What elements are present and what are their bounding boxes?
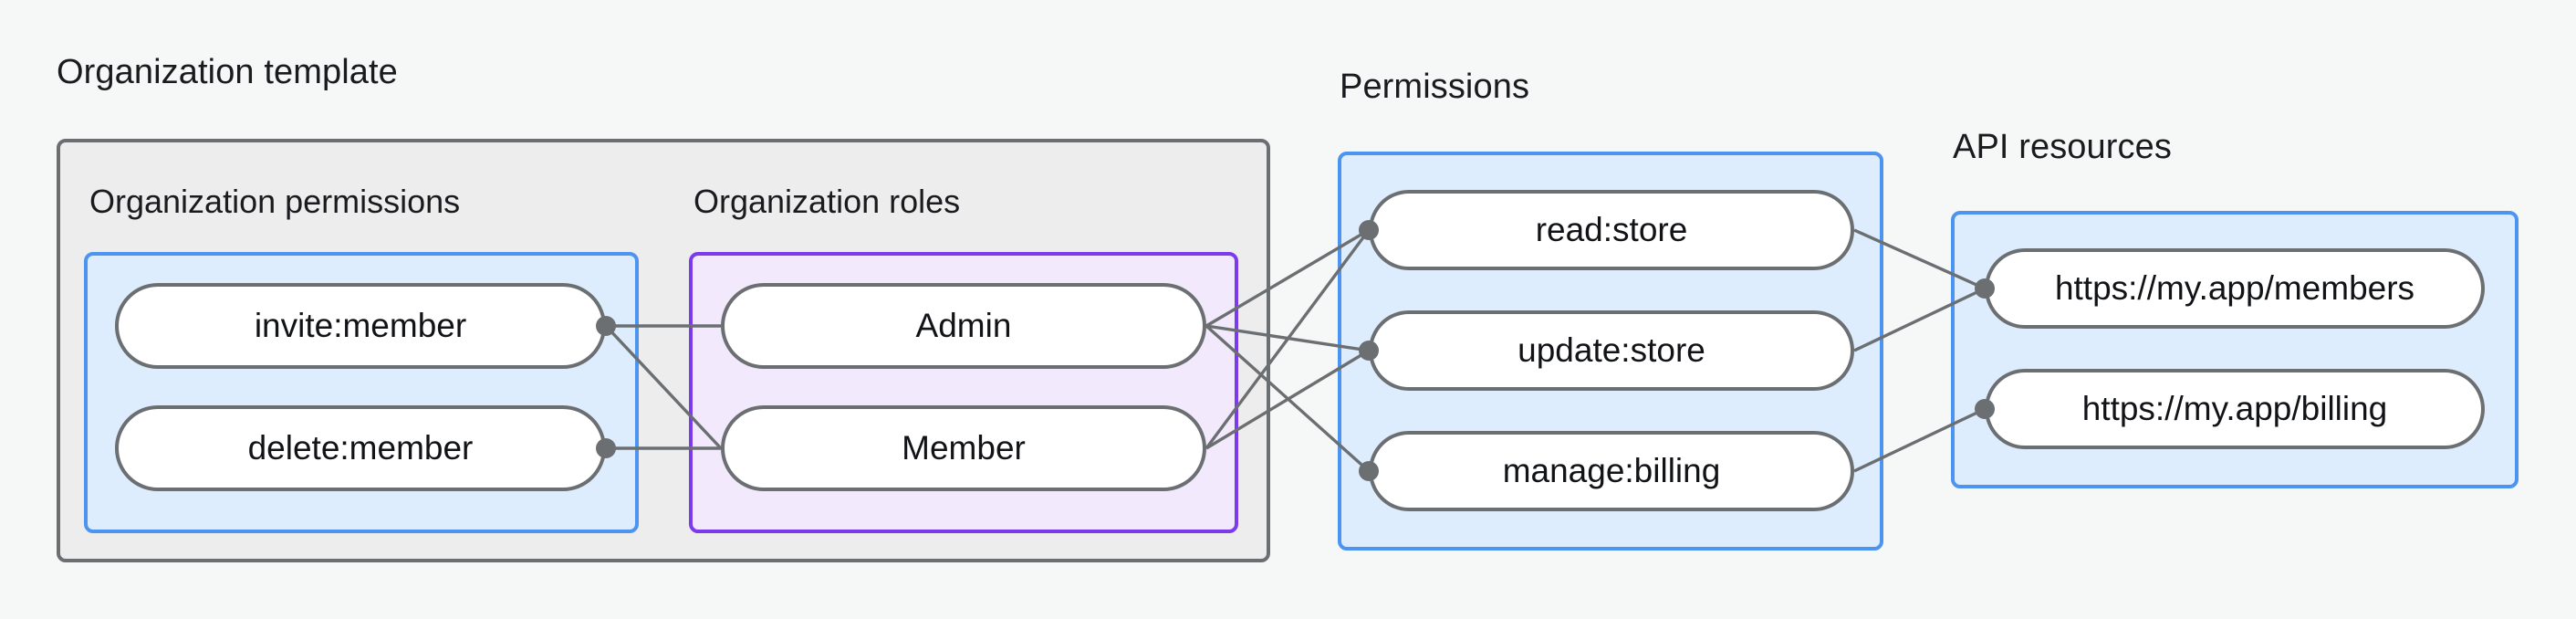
group-title-organization-template: Organization template <box>57 53 398 91</box>
subgroup-title-organization-permissions: Organization permissions <box>89 183 461 220</box>
node-member[interactable]: Member <box>721 405 1206 491</box>
node-billing-endpoint[interactable]: https://my.app/billing <box>1985 369 2485 449</box>
subgroup-title-organization-roles: Organization roles <box>694 183 961 220</box>
node-read-store[interactable]: read:store <box>1369 190 1854 270</box>
group-title-permissions: Permissions <box>1340 68 1530 106</box>
node-delete-member[interactable]: delete:member <box>115 405 606 491</box>
node-update-store[interactable]: update:store <box>1369 310 1854 391</box>
node-invite-member[interactable]: invite:member <box>115 283 606 369</box>
node-manage-billing[interactable]: manage:billing <box>1369 431 1854 511</box>
node-admin[interactable]: Admin <box>721 283 1206 369</box>
node-members-endpoint[interactable]: https://my.app/members <box>1985 248 2485 329</box>
group-title-api-resources: API resources <box>1953 128 2172 166</box>
